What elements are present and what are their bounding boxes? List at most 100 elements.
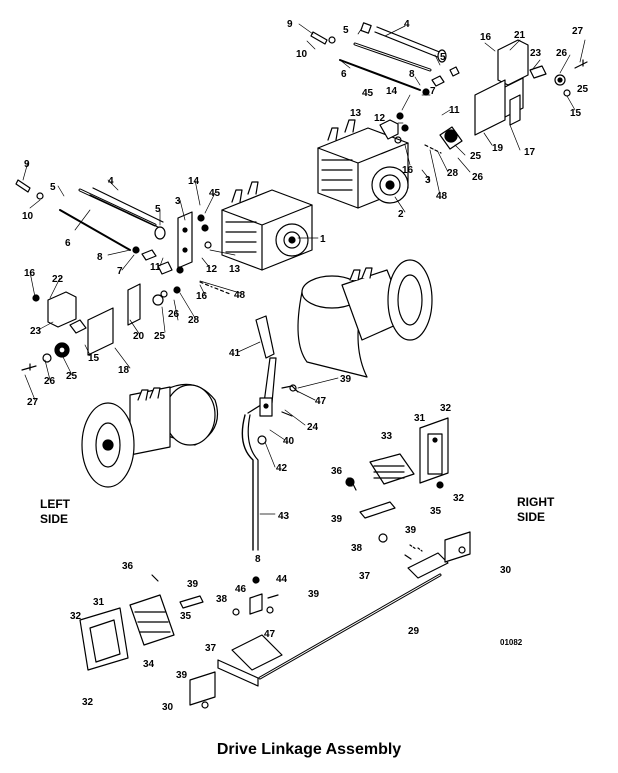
callout: 16 [480,32,492,43]
callout: 4 [404,19,410,30]
left-lower-linkage [79,574,279,671]
callout: 6 [65,238,71,249]
callout: 6 [341,69,347,80]
callout: 29 [408,626,420,637]
callout: 45 [209,188,221,199]
callout: 35 [180,611,192,622]
callout: 44 [276,574,288,585]
callout: 9 [24,159,30,170]
left-lower-drive-motor [81,383,219,488]
right-hydraulic-pump [317,119,409,209]
callout: 7 [430,86,436,97]
callout: 41 [229,348,241,359]
left-hydraulic-pump [221,181,313,271]
callout: 48 [234,290,246,301]
callout: 5 [50,182,56,193]
callout-leaders [22,23,586,515]
callout: 47 [264,629,276,640]
left-side-label-line2: SIDE [40,512,69,526]
callout: 11 [150,262,161,273]
callout: 30 [162,702,174,713]
left-lower-bracket [21,283,181,371]
callout: 25 [154,331,166,342]
callout: 32 [82,697,94,708]
callout: 8 [409,69,415,80]
callout: 10 [296,49,308,60]
callout: 5 [155,204,161,215]
callout: 15 [570,108,582,119]
callout: 15 [88,353,100,364]
callout: 24 [307,422,319,433]
left-upper-rod-assembly [15,179,166,261]
callout: 47 [315,396,327,407]
callout: 21 [514,30,526,41]
callout: 38 [216,594,228,605]
callout: 9 [287,19,293,30]
callout: 3 [175,196,181,207]
callout: 40 [283,436,295,447]
diagram-caption: Drive Linkage Assembly [216,741,402,758]
callout: 31 [93,597,105,608]
callout: 18 [118,365,130,376]
callout-numbers: 9 5 4 10 6 5 16 21 23 26 27 25 15 8 14 7… [22,19,589,713]
callout: 12 [206,264,218,275]
callout: 8 [255,554,261,565]
callout: 39 [405,525,417,536]
callout: 10 [22,211,34,222]
callout: 39 [308,589,320,600]
callout: 23 [530,48,542,59]
control-lever-assembly [241,315,299,551]
right-side-label-line1: RIGHT [517,495,555,509]
callout: 25 [66,371,78,382]
callout: 25 [470,151,482,162]
callout: 23 [30,326,42,337]
callout: 13 [229,264,241,275]
callout: 3 [425,175,431,186]
callout: 27 [27,397,39,408]
callout: 43 [278,511,290,522]
right-upper-rod-assembly [310,22,460,96]
callout: 39 [331,514,343,525]
callout: 22 [52,274,64,285]
callout: 28 [188,315,200,326]
callout: 30 [500,565,512,576]
callout: 12 [374,113,386,124]
callout: 2 [398,209,404,220]
right-side-label-line2: SIDE [517,510,546,524]
right-lower-linkage [345,417,449,560]
callout: 19 [492,143,504,154]
cross-shaft-assembly [189,531,471,709]
drawing-number: 01082 [500,638,523,647]
callout: 39 [340,374,352,385]
callout: 11 [449,105,460,116]
callout: 34 [143,659,155,670]
callout: 13 [350,108,362,119]
callout: 20 [133,331,145,342]
callout: 16 [196,291,208,302]
left-side-label: LEFT SIDE [40,497,70,527]
callout: 31 [414,413,426,424]
callout: 38 [351,543,363,554]
left-side-label-line1: LEFT [40,497,70,511]
callout: 25 [577,84,589,95]
callout: 48 [436,191,448,202]
callout: 16 [24,268,36,279]
callout: 26 [168,309,180,320]
callout: 8 [97,252,103,263]
callout: 28 [447,168,459,179]
callout: 5 [343,25,349,36]
callout: 16 [402,165,414,176]
callout: 7 [117,266,123,277]
callout: 32 [70,611,82,622]
right-side-label: RIGHT SIDE [517,495,554,525]
callout: 17 [524,147,536,158]
callout: 5 [440,52,446,63]
callout: 42 [276,463,288,474]
callout: 4 [108,176,114,187]
callout: 14 [386,86,398,97]
callout: 37 [359,571,371,582]
left-bracket-assembly [157,211,231,295]
callout: 45 [362,88,374,99]
center-upper-drive-motor [297,259,433,378]
